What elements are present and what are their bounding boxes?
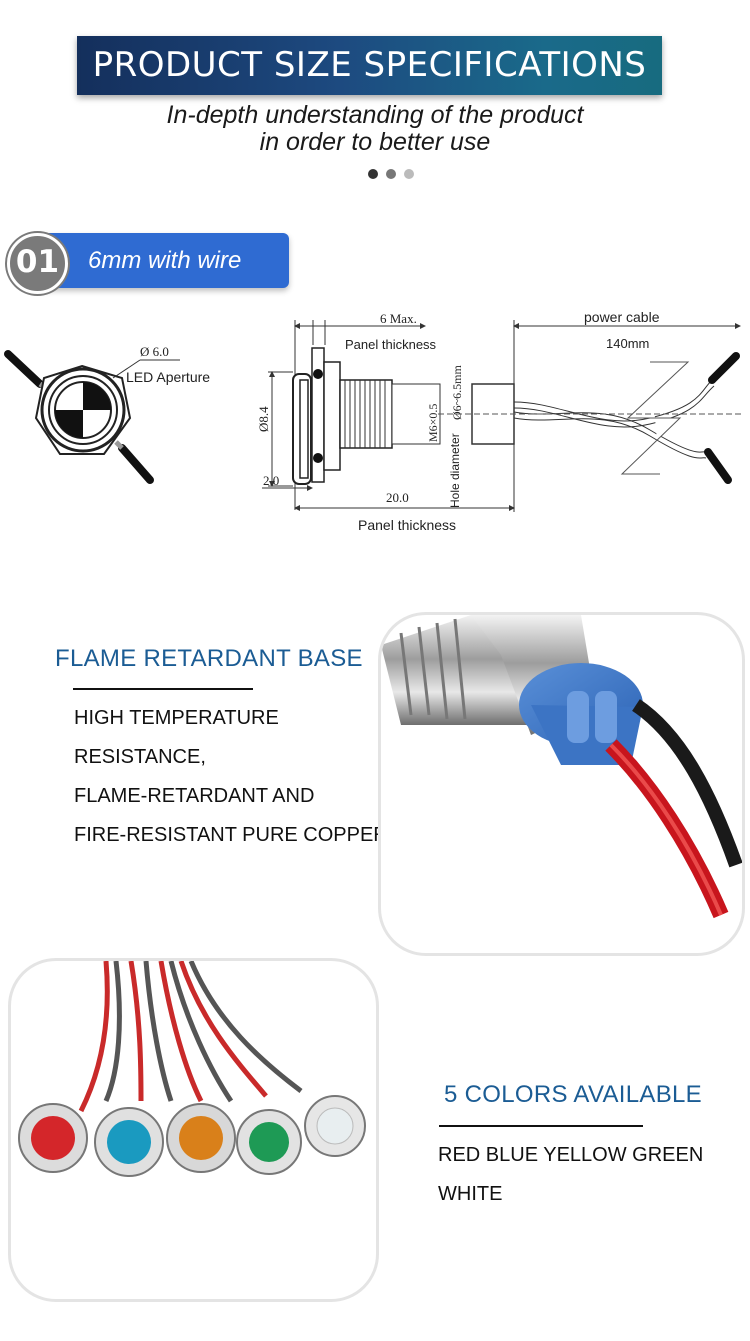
feature-title-colors: 5 COLORS AVAILABLE bbox=[444, 1081, 702, 1108]
panel-thickness-top-label: Panel thickness bbox=[345, 337, 437, 352]
feature-2-line-1: RED BLUE YELLOW GREEN bbox=[438, 1144, 704, 1166]
dimension-diagram: Ø 6.0 LED Aperture 6 Max. Panel thickne bbox=[4, 309, 742, 533]
carousel-dot-3[interactable] bbox=[404, 169, 414, 179]
feature-1-line-4: FIRE-RESISTANT PURE COPPER bbox=[74, 824, 388, 846]
carousel-dot-2[interactable] bbox=[386, 169, 396, 179]
dim-2-label: 2.0 bbox=[263, 473, 279, 488]
header-banner bbox=[77, 36, 662, 95]
panel-thickness-bottom-label: Panel thickness bbox=[358, 517, 456, 533]
feature-title-flame: FLAME RETARDANT BASE bbox=[55, 645, 363, 672]
diameter-label: Ø8.4 bbox=[256, 406, 271, 432]
led-aperture-label: LED Aperture bbox=[126, 369, 210, 385]
base-photo-frame bbox=[378, 612, 745, 956]
feature-2-line-2: WHITE bbox=[438, 1183, 503, 1205]
led-red-lens bbox=[31, 1116, 75, 1160]
max-dimension-label: 6 Max. bbox=[380, 311, 417, 326]
colors-photo-frame bbox=[8, 958, 379, 1302]
feature-divider-2 bbox=[439, 1125, 643, 1127]
subtitle-line-1: In-depth understanding of the product bbox=[166, 101, 584, 129]
cable-length-label: 140mm bbox=[606, 336, 649, 351]
base-photo bbox=[381, 615, 742, 919]
section-number-circle bbox=[7, 233, 68, 294]
power-cable-drawing bbox=[438, 361, 742, 475]
feature-divider-1 bbox=[73, 688, 253, 690]
side-view bbox=[262, 320, 741, 512]
front-view bbox=[4, 350, 180, 484]
led-red bbox=[18, 1103, 88, 1173]
colors-photo bbox=[18, 961, 366, 1177]
feature-1-line-1: HIGH TEMPERATURE bbox=[74, 707, 279, 729]
led-yellow bbox=[166, 1103, 236, 1173]
led-white bbox=[304, 1095, 366, 1157]
section-number: 01 bbox=[15, 244, 60, 280]
feature-1-line-2: RESISTANCE, bbox=[74, 746, 206, 768]
led-green bbox=[236, 1109, 302, 1175]
section-label: 6mm with wire bbox=[88, 247, 242, 274]
aperture-diameter-label: Ø 6.0 bbox=[140, 344, 169, 359]
subtitle-line-2: in order to better use bbox=[259, 128, 491, 156]
page-title: PRODUCT SIZE SPECIFICATIONS bbox=[92, 45, 647, 85]
hole-diameter-label: Hole diameter bbox=[448, 433, 462, 508]
dim-20-label: 20.0 bbox=[386, 490, 409, 505]
led-blue bbox=[94, 1107, 164, 1177]
carousel-dot-1[interactable] bbox=[368, 169, 378, 179]
thread-label: M6×0.5 bbox=[426, 404, 440, 442]
hole-dimension-label: Ø6~6.5mm bbox=[450, 365, 464, 420]
power-cable-label: power cable bbox=[584, 309, 660, 325]
section-badge bbox=[40, 233, 289, 288]
feature-1-line-3: FLAME-RETARDANT AND bbox=[74, 785, 315, 807]
